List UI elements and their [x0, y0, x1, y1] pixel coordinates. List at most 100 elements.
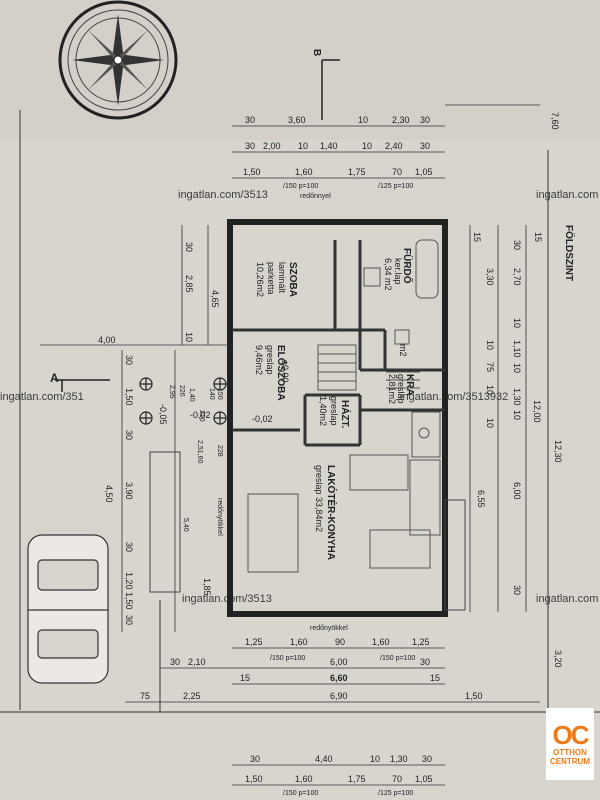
- dim-text: /150 p=100: [283, 790, 318, 797]
- dim-text: 15: [472, 232, 482, 242]
- dim-text: 10: [370, 754, 380, 764]
- dim-text: 1,25: [412, 637, 430, 647]
- top-dims-row2: 30 2,00 10 1,40 10 2,40 30: [245, 141, 430, 151]
- fixtures: [247, 239, 441, 573]
- room-floor: greslap: [329, 396, 339, 426]
- car-icon: [27, 534, 109, 684]
- dim-text: 75: [140, 691, 150, 701]
- top-dims-row1: 30 3,60 10 2,30 30: [245, 115, 430, 125]
- dim-text: 1,60: [290, 637, 308, 647]
- room-name: SZOBA: [287, 262, 298, 297]
- dim-text: 12,00: [532, 400, 542, 423]
- bottom-dims-row3: 15 6,60 15: [240, 673, 440, 683]
- stairs: [317, 344, 420, 391]
- shutters-bottom-label: redőnyökkel: [310, 625, 348, 632]
- dim-text: 2,30: [392, 115, 410, 125]
- right-dims-col1: 15 3,30 75 10 10 10 15: [472, 232, 543, 428]
- room-lakoter: LAKÓTÉR-KONYHA greslap 33,84m2: [314, 465, 338, 560]
- section-line-b: [321, 59, 340, 120]
- logo-line-2: CENTRUM: [550, 757, 590, 766]
- dim-text: 10: [485, 385, 495, 395]
- room-name: FÜRDŐ: [401, 248, 414, 284]
- dim-text: 10: [512, 363, 522, 373]
- watermark-text: ingatlan.com: [536, 593, 598, 605]
- watermark-text: ingatlan.com/3513: [182, 593, 272, 605]
- dim-text: 30: [124, 355, 134, 365]
- left-dims-col3: 30 1,50 30 3,90 30 1,20 1,50 30: [124, 355, 134, 625]
- dim-text: /150 p=100: [270, 655, 305, 662]
- section-line-a: [55, 379, 110, 392]
- watermark-text: ingatlan.com: [536, 189, 598, 201]
- dim-text: 30: [250, 754, 260, 764]
- dim-text: 1,40: [188, 388, 195, 402]
- dim-text: 10: [362, 141, 372, 151]
- dim-text: 10: [485, 340, 495, 350]
- dim-text: 140: [208, 388, 215, 400]
- otthon-centrum-logo: OC OTTHON CENTRUM: [546, 708, 594, 780]
- dim-text: 1,50: [124, 592, 134, 610]
- left-dims-col5: 226 2,95 140 150 1,40 210 2,51,60 228 5,…: [168, 385, 223, 532]
- dim-text: 30: [420, 657, 430, 667]
- room-name: KRA: [404, 374, 415, 396]
- right-dimension-lines: [469, 225, 527, 612]
- dim-text: 1,30: [512, 388, 522, 406]
- level-marker-icons: [139, 377, 227, 425]
- bottom-dims-row4: 75 2,25 6,90 1,50: [140, 691, 483, 701]
- room-area: 2,81m2: [387, 374, 397, 404]
- dim-text: 10: [298, 141, 308, 151]
- dim-text: 3,60: [288, 115, 306, 125]
- dim-text: 1,50: [243, 167, 261, 177]
- dim-text: 226: [178, 385, 185, 397]
- top-dims-row3-sub: /150 p=100 /125 p=100: [283, 183, 413, 190]
- dim-text: 70: [392, 774, 402, 784]
- room-wc: m2: [398, 344, 408, 357]
- watermarks: ingatlan.com/3513 ingatlan.com ingatlan.…: [0, 189, 598, 605]
- top-dimension-lines: [232, 104, 540, 179]
- bottom-dimension-lines: [125, 647, 540, 786]
- dim-text: 12,30: [553, 440, 563, 463]
- right-dims-col3: 12,00 6,55 12,30 6,00 30 3,20: [476, 400, 563, 668]
- dim-text: 150: [216, 388, 223, 400]
- watermark-text: ingatlan.com/3513932: [400, 391, 508, 403]
- dim-total-right: 7,60: [550, 112, 560, 130]
- dim-text: 3,30: [485, 268, 495, 286]
- room-szoba: SZOBA laminált parketta 10,26m2: [255, 262, 298, 297]
- dim-text: 30: [170, 657, 180, 667]
- dim-text: 15: [430, 673, 440, 683]
- dim-text: 2,00: [263, 141, 281, 151]
- room-area: 10,26m2: [255, 262, 265, 297]
- dim-text: 10: [485, 418, 495, 428]
- dim-text: 30: [245, 115, 255, 125]
- dim-text: 4,40: [315, 754, 333, 764]
- dim-text: 30: [124, 430, 134, 440]
- dim-text: 30: [124, 615, 134, 625]
- dim-text: 2,10: [188, 657, 206, 667]
- dim-text: /150 p=100: [380, 655, 415, 662]
- room-area: 9,46m2: [254, 345, 264, 375]
- dim-text: 1,75: [348, 774, 366, 784]
- room-floor: greslap 33,84m2: [314, 465, 324, 532]
- bottom-dims-row6-sub: /150 p=100 /125 p=100: [283, 790, 413, 797]
- dim-text: 30: [245, 141, 255, 151]
- dim-text: 1,60: [295, 167, 313, 177]
- level-text: -0,02: [190, 410, 211, 420]
- section-b-label: B: [311, 49, 322, 56]
- dim-text: 30: [420, 115, 430, 125]
- bottom-dims-row6: 1,50 1,60 1,75 70 1,05: [245, 774, 433, 784]
- dim-text: /125 p=100: [378, 790, 413, 797]
- dim-text: 1,40: [320, 141, 338, 151]
- dim-text: 30: [512, 240, 522, 250]
- bottom-dims-row5: 30 4,40 10 1,30 30: [250, 754, 432, 764]
- shutters-top-label: redőnnyel: [300, 193, 331, 200]
- dim-text: 6,60: [330, 673, 348, 683]
- dim-text: 1,85: [202, 578, 212, 596]
- dim-text: 228: [216, 445, 223, 457]
- dim-text: 6,55: [476, 490, 486, 508]
- dim-text: 1,50: [245, 774, 263, 784]
- dim-text: 10: [184, 332, 194, 342]
- room-floor: ker.lap: [393, 258, 403, 285]
- dim-text: 90: [335, 637, 345, 647]
- dim-text: 2,40: [385, 141, 403, 151]
- dim-text: 210: [198, 410, 205, 422]
